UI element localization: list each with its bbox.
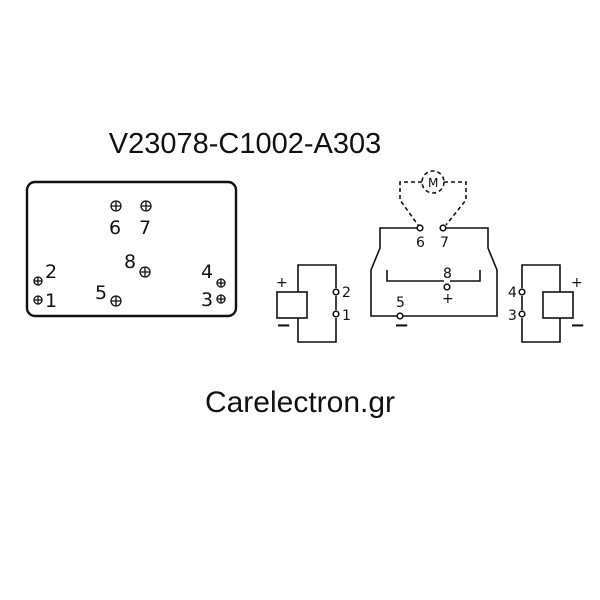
coil-right-minus: − — [570, 315, 585, 336]
pin-label-5: 5 — [95, 282, 107, 304]
relay-outline — [25, 180, 238, 318]
terminal-8-plus: + — [442, 291, 454, 307]
coil-left: + − 2 1 — [276, 264, 351, 343]
brand-text: Carelectron.gr — [204, 386, 396, 419]
part-number-title: V23078-C1002-A303 — [108, 128, 382, 160]
pin-hole-6 — [110, 200, 122, 212]
terminal-label-5: 5 — [396, 295, 405, 311]
pin-hole-7 — [140, 200, 152, 212]
terminal-label-7: 7 — [440, 235, 449, 251]
coil-right: + − 4 3 — [508, 264, 585, 343]
terminal-3 — [518, 310, 526, 318]
motor — [399, 170, 467, 226]
pin-label-6: 6 — [109, 217, 121, 239]
terminal-1 — [332, 310, 340, 318]
terminal-5-minus: − — [394, 315, 409, 336]
pin-footprint: 6 7 8 5 2 1 4 3 — [25, 180, 238, 318]
coil-right-plus: + — [571, 275, 583, 291]
terminal-label-6: 6 — [416, 235, 425, 251]
pin-hole-5 — [110, 295, 122, 307]
pin-holes — [33, 200, 226, 307]
terminal-5 — [396, 312, 404, 320]
coil-left-box — [276, 291, 308, 319]
terminal-label-2: 2 — [342, 285, 351, 301]
pin-hole-4 — [216, 278, 226, 288]
terminal-label-3: 3 — [508, 308, 517, 324]
switch-network: M 6 7 8 + 5 − — [370, 170, 498, 336]
terminal-4 — [518, 288, 526, 296]
terminal-6 — [416, 224, 424, 232]
terminal-8 — [443, 283, 451, 291]
terminal-2 — [332, 288, 340, 296]
pin-label-8: 8 — [124, 251, 136, 273]
coil-left-minus: − — [276, 315, 291, 336]
terminal-label-8: 8 — [443, 266, 452, 282]
pin-label-1: 1 — [45, 290, 57, 312]
pin-label-3: 3 — [201, 289, 213, 311]
pin-label-7: 7 — [139, 217, 151, 239]
motor-label: M — [428, 176, 438, 190]
terminal-label-4: 4 — [508, 285, 517, 301]
coil-left-plus: + — [276, 275, 288, 291]
terminal-7 — [439, 224, 447, 232]
pin-label-4: 4 — [201, 261, 213, 283]
pin-hole-2 — [33, 276, 43, 286]
terminal-label-1: 1 — [342, 308, 351, 324]
pin-hole-8 — [139, 266, 151, 278]
coil-right-box — [542, 291, 574, 319]
pin-hole-1 — [33, 295, 43, 305]
pin-label-2: 2 — [45, 261, 57, 283]
pin-hole-3 — [216, 294, 226, 304]
